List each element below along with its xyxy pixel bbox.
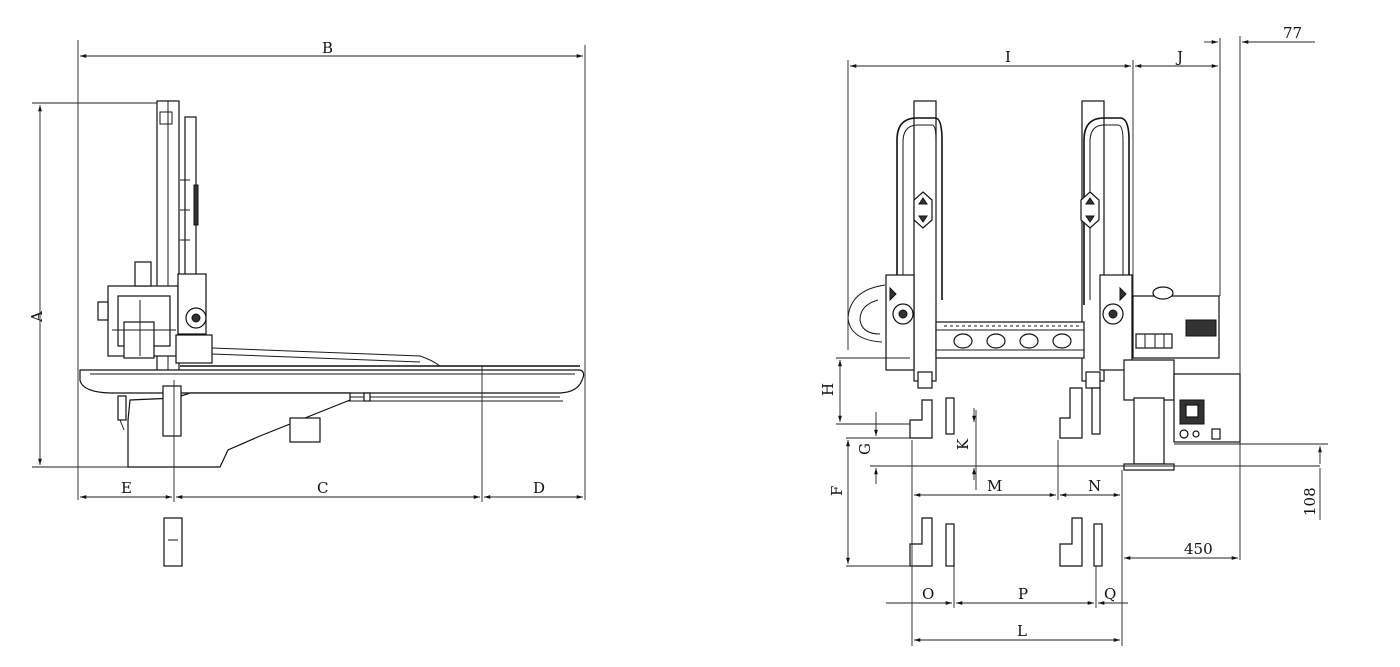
label-d: D — [533, 479, 545, 497]
dimension-i: I — [847, 48, 1134, 350]
left-column — [847, 100, 943, 389]
gripper-end — [163, 517, 183, 567]
dimension-b: B — [77, 39, 586, 500]
dimension-m: M — [914, 477, 1056, 497]
label-j: J — [1175, 48, 1183, 66]
dimension-p: P — [956, 585, 1094, 605]
base-support — [117, 385, 351, 468]
horizontal-beam — [79, 347, 585, 402]
lower-grippers — [909, 517, 1103, 567]
label-p: P — [1018, 585, 1028, 603]
dimension-j: J — [1135, 38, 1221, 296]
side-view: B A — [28, 39, 586, 567]
label-77: 77 — [1283, 24, 1302, 42]
dimension-77: 77 — [1204, 24, 1315, 560]
front-view: I J 77 — [819, 24, 1328, 646]
dimension-l: L — [914, 622, 1120, 642]
dimension-f: F — [828, 440, 850, 564]
carriage-block — [97, 261, 213, 364]
label-i: I — [1005, 48, 1011, 66]
dimension-n: N — [1060, 477, 1120, 497]
dimension-e: E — [80, 479, 172, 499]
label-g: G — [856, 443, 874, 455]
label-f: F — [828, 486, 846, 496]
label-450: 450 — [1184, 540, 1213, 558]
label-b: B — [322, 39, 333, 57]
dimension-450: 450 — [1124, 540, 1238, 560]
label-h: H — [819, 383, 837, 396]
dimension-108: 108 — [1301, 446, 1322, 520]
right-column — [1080, 100, 1133, 389]
label-m: M — [987, 477, 1002, 495]
label-e: E — [121, 479, 132, 497]
label-l: L — [1017, 622, 1027, 640]
dimension-q: Q — [1098, 585, 1128, 605]
dimension-a: A — [28, 102, 175, 468]
dimension-c: C — [176, 479, 480, 499]
dimension-h: H — [819, 360, 842, 422]
dimension-o: O — [886, 585, 952, 605]
label-c: C — [317, 479, 328, 497]
dimension-d: D — [484, 479, 583, 499]
label-108: 108 — [1301, 487, 1319, 516]
dimension-k: K — [954, 408, 976, 480]
label-k: K — [954, 438, 972, 450]
dimension-g: G — [856, 412, 878, 484]
label-q: Q — [1104, 585, 1116, 603]
upper-grippers — [909, 387, 1101, 439]
cross-beam — [935, 321, 1085, 359]
label-n: N — [1088, 477, 1101, 495]
label-o: O — [922, 585, 934, 603]
control-box — [1123, 286, 1241, 471]
label-a: A — [28, 311, 46, 323]
